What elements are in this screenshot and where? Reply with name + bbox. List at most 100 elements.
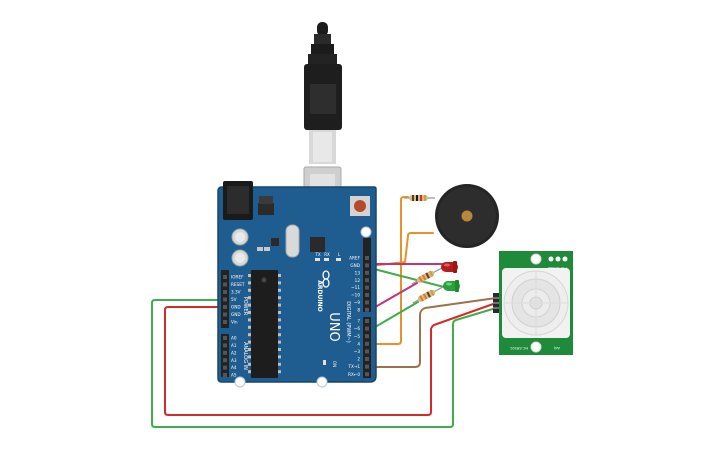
pin-label: ~9 [354,300,361,305]
pin-socket[interactable] [365,293,369,297]
resistor-buzzer[interactable] [404,195,435,201]
pir-mount-hole [530,341,542,353]
rx-label: RX [324,252,330,257]
pin-socket[interactable] [223,297,227,302]
pin-label: Vin [231,320,238,325]
buzzer-center-icon [461,210,473,222]
arduino-logo-icon [322,270,330,288]
chip-pin [278,340,281,344]
chip-pin [248,274,251,277]
pin-label: A0 [231,336,237,341]
on-label: ON [332,361,337,367]
pin-label: 2 [357,357,360,362]
chip-pin [248,333,251,337]
pin-socket[interactable] [223,373,227,377]
pin-socket[interactable] [365,307,369,312]
chip-pin [248,348,251,351]
chip-pin [278,281,281,285]
crystal-oscillator [285,224,300,258]
pin-socket[interactable] [365,285,369,290]
pin-label: 3.3V [231,290,241,295]
analog-header [221,334,229,377]
pin-socket[interactable] [365,326,369,331]
usb-cable[interactable] [303,22,342,218]
pin-label: TX→1 [347,364,360,369]
chip-pin [248,370,251,374]
reset-button[interactable] [354,200,366,212]
pin-label: ~10 [351,293,360,298]
pin-label: A5 [231,373,237,378]
pin-label: GND [231,305,241,310]
pin-label: GND [231,312,241,317]
pin-socket[interactable] [223,336,227,340]
pin-label: ~11 [351,285,360,290]
chip-pin [278,303,281,307]
pin-socket[interactable] [365,334,369,339]
resistor-led-green[interactable] [411,284,444,305]
pin-socket[interactable] [223,275,227,279]
pin-socket[interactable] [223,358,227,363]
pin-socket[interactable] [365,263,369,268]
pin-socket[interactable] [365,372,369,377]
wire-led-resistor-1[interactable] [369,282,418,311]
pin-socket[interactable] [365,300,369,305]
board-name: UNO [326,312,341,341]
wire-gnd-green[interactable] [151,299,497,428]
pin-socket[interactable] [365,270,369,275]
wire-signal-brown[interactable] [369,297,497,368]
pin-socket[interactable] [223,365,227,370]
pin-socket[interactable] [365,364,369,369]
chip-pin [248,303,251,307]
pir-sensor[interactable]: PIR Sensor HC-SR501 Adj [493,251,573,355]
atmega-chip [251,270,278,378]
pin-socket[interactable] [223,282,227,287]
pin-socket[interactable] [223,350,227,355]
chip-pin [278,274,281,277]
mount-hole [360,226,372,238]
pin-socket[interactable] [365,349,369,354]
pin-socket[interactable] [365,278,369,283]
analog-header-label: ANALOG IN [242,342,248,370]
pin-socket[interactable] [365,341,369,346]
chip-pin [248,325,251,329]
l-led [336,258,341,261]
piezo-buzzer[interactable] [435,184,499,248]
wire-led-gnd[interactable] [369,267,445,288]
pin-socket[interactable] [365,319,369,323]
wire-led-resistor-2[interactable] [369,301,419,331]
chip-pin [278,333,281,337]
pin-label: ~3 [354,349,361,354]
wire-5v-red[interactable] [164,302,497,416]
chip-pin [278,355,281,359]
chip-pin [278,311,281,314]
digital-header-top [363,238,371,312]
pin-label: 4 [357,341,360,346]
chip-pin [248,296,251,300]
chip-pin [278,318,281,322]
pin-label: 13 [355,270,361,275]
green-led[interactable] [443,280,460,292]
pin-label: A2 [231,350,237,355]
board-brand: ARDUINO [316,280,323,311]
red-led[interactable] [441,261,458,273]
pin-socket[interactable] [365,357,369,361]
chip-pin [248,288,251,292]
pir-dome [503,270,569,336]
chip-pins [248,274,281,374]
pin-socket[interactable] [223,343,227,348]
wire-buzzer-gnd[interactable] [369,232,434,267]
voltage-regulator [258,203,274,215]
chip-pin [248,340,251,344]
wire-buzzer-orange[interactable] [369,196,409,345]
pin-label: GND [350,263,360,268]
pin-label: ~5 [354,334,361,339]
pin-socket[interactable] [223,312,227,317]
pin-socket[interactable] [223,290,227,294]
pin-socket[interactable] [223,320,227,324]
resistor-led-red[interactable] [410,265,443,286]
on-led [323,360,326,365]
pin-socket[interactable] [223,305,227,309]
pin-socket[interactable] [365,256,369,260]
